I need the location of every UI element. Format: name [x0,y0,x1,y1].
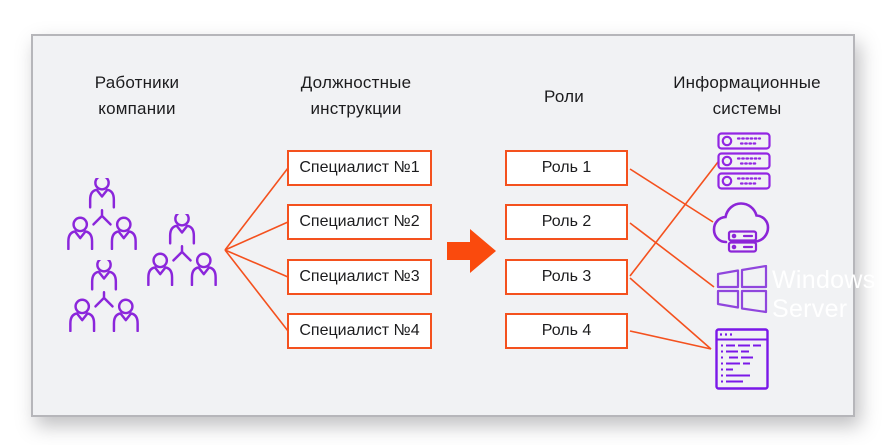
employee-team-icon [69,260,139,332]
windows-logo-icon [716,265,768,314]
column-title-employees: Работники компании [94,73,180,118]
role-box-4: Роль 4 [505,313,628,349]
windows-server-label: Windows Server [772,266,876,323]
specialist-box-1: Специалист №1 [287,150,432,186]
column-title-instructions: Должностные инструкции [300,73,412,118]
employee-team-icon [147,214,217,286]
code-window-icon [715,328,769,390]
specialist-box-3: Специалист №3 [287,259,432,295]
role-box-2: Роль 2 [505,204,628,240]
column-title-systems: Информационные системы [673,73,821,118]
role-box-1: Роль 1 [505,150,628,186]
column-title-roles: Роли [544,87,584,106]
role-box-3: Роль 3 [505,259,628,295]
specialist-box-2: Специалист №2 [287,204,432,240]
cloud-server-icon [712,202,770,253]
server-rack-icon [717,132,771,190]
specialist-box-4: Специалист №4 [287,313,432,349]
employee-team-icon [67,178,137,250]
